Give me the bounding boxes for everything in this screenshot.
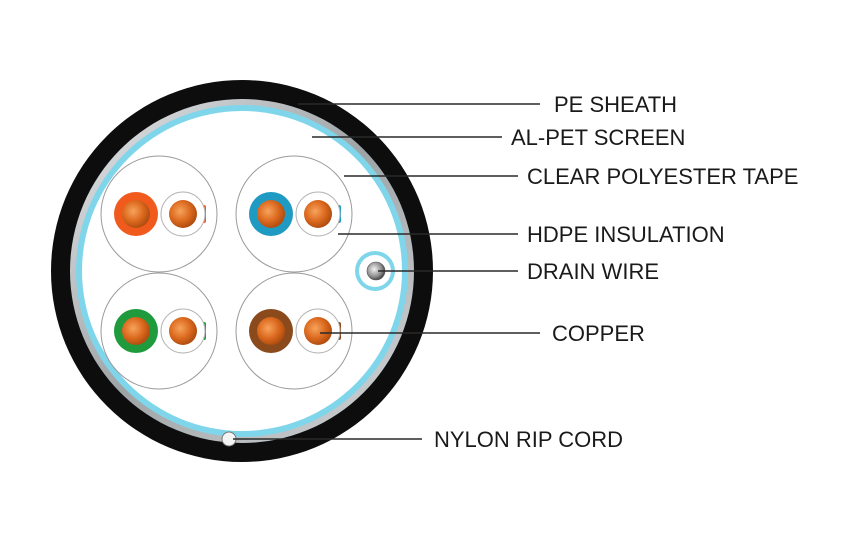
twisted-pair-blue [235,155,353,273]
copper-conductor [122,200,150,228]
copper-conductor [169,200,197,228]
twisted-pair-green [100,272,218,390]
pair-boundary [235,272,353,390]
pair-boundary [235,155,353,273]
twisted-pair-orange [100,155,218,273]
copper-conductor [257,200,285,228]
copper-conductor [304,317,332,345]
callout-labels: PE SHEATH AL-PET SCREEN CLEAR POLYESTER … [434,92,798,452]
copper-conductor [122,317,150,345]
label-hdpe-insulation: HDPE INSULATION [527,222,725,247]
label-clear-polyester-tape: CLEAR POLYESTER TAPE [527,164,798,189]
label-copper: COPPER [552,321,645,346]
twisted-pair-brown [235,272,353,390]
label-nylon-rip-cord: NYLON RIP CORD [434,427,623,452]
twisted-pairs-group [100,155,353,390]
label-al-pet-screen: AL-PET SCREEN [511,125,685,150]
pair-boundary [100,272,218,390]
cable-core [82,111,402,431]
copper-conductor [304,200,332,228]
pair-boundary [100,155,218,273]
copper-conductor [257,317,285,345]
label-pe-sheath: PE SHEATH [554,92,677,117]
label-drain-wire: DRAIN WIRE [527,259,659,284]
leader-lines [233,103,540,440]
copper-conductor [169,317,197,345]
